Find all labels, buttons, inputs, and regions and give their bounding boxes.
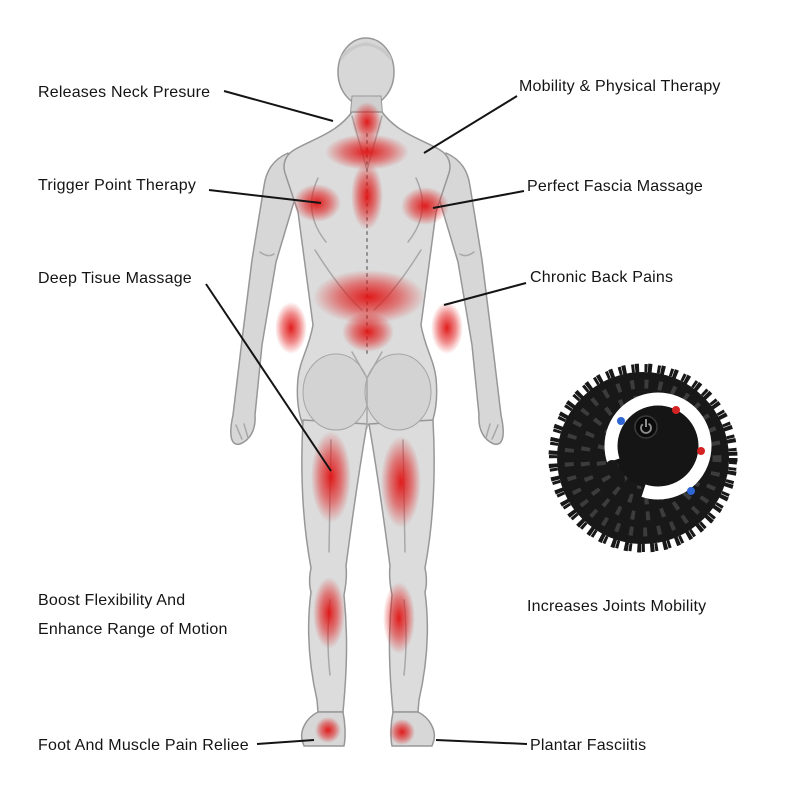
connector-line-plantar bbox=[435, 739, 528, 745]
pain-spot-upper-spine bbox=[351, 162, 383, 230]
label-boost-flexibility-line2: Enhance Range of Motion bbox=[38, 621, 228, 638]
pain-spot-right-calf bbox=[383, 582, 415, 654]
led-dot-red-2 bbox=[697, 447, 705, 455]
label-plantar-fasciitis: Plantar Fasciitis bbox=[530, 737, 647, 754]
pain-spot-mid-back bbox=[313, 270, 425, 324]
label-trigger-point-therapy: Trigger Point Therapy bbox=[38, 177, 197, 194]
connector-line-fascia bbox=[432, 190, 525, 209]
label-foot-muscle-pain-relief: Foot And Muscle Pain Reliee bbox=[38, 737, 249, 754]
connector-line-trigger-point bbox=[208, 189, 322, 204]
pain-spot-neck bbox=[352, 102, 382, 142]
pain-spot-left-hamstring bbox=[311, 431, 351, 523]
connector-line-chronic-back bbox=[443, 282, 527, 306]
pain-spot-left-calf bbox=[313, 577, 345, 649]
ball-light-ring bbox=[604, 392, 712, 500]
connector-line-deep-tissue bbox=[205, 283, 332, 472]
pain-spot-right-hamstring bbox=[381, 436, 421, 528]
figure-glute-right bbox=[364, 353, 432, 431]
led-dot-blue-1 bbox=[617, 417, 625, 425]
connector-line-foot bbox=[256, 739, 315, 745]
label-mobility-physical-therapy: Mobility & Physical Therapy bbox=[519, 78, 721, 95]
label-increases-joints-mobility: Increases Joints Mobility bbox=[527, 598, 707, 615]
pain-highlights bbox=[275, 102, 463, 745]
pain-spot-right-shoulder bbox=[401, 187, 449, 225]
label-chronic-back-pains: Chronic Back Pains bbox=[530, 269, 674, 286]
pain-spot-left-oblique bbox=[275, 302, 307, 354]
label-boost-flexibility-line1: Boost Flexibility And bbox=[38, 592, 186, 609]
pain-spot-right-heel bbox=[389, 719, 415, 745]
pain-spot-lumbar bbox=[342, 312, 394, 352]
ball-spike-fringe bbox=[548, 363, 738, 553]
pain-spot-left-heel bbox=[315, 717, 341, 743]
pain-spot-traps bbox=[325, 134, 409, 170]
massage-ball bbox=[548, 363, 738, 553]
label-releases-neck-pressure: Releases Neck Presure bbox=[38, 84, 211, 101]
connector-line-neck bbox=[223, 90, 334, 122]
ball-spike-fringe-2 bbox=[549, 364, 737, 552]
connector-lines bbox=[205, 90, 528, 745]
ball-spikes-over-ring bbox=[606, 460, 635, 494]
figure-hair-shading bbox=[340, 42, 392, 62]
led-dot-red-1 bbox=[672, 406, 680, 414]
connector-line-mobility bbox=[423, 95, 518, 154]
power-icon-arc bbox=[640, 422, 652, 434]
label-deep-tissue-massage: Deep Tisue Massage bbox=[38, 270, 192, 287]
label-perfect-fascia-massage: Perfect Fascia Massage bbox=[527, 178, 704, 195]
label-boost-flexibility: Boost Flexibility And Enhance Range of M… bbox=[38, 586, 228, 644]
pain-spot-right-oblique bbox=[431, 302, 463, 354]
figure-left-arm bbox=[230, 152, 297, 446]
led-dot-blue-2 bbox=[687, 487, 695, 495]
